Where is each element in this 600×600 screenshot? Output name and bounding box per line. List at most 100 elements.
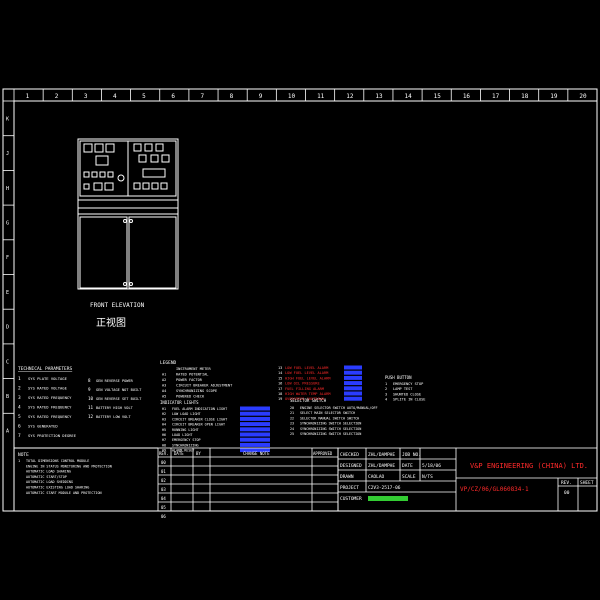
legend-code: A2 [162, 378, 166, 382]
selector-text: SYNCHRONIZING SWITCH SELECTION [300, 422, 361, 426]
row-label: B [6, 394, 9, 400]
scale-value: N/TS [422, 474, 433, 480]
alarm-text: HIGH WATER TEMP ALARM [285, 392, 331, 396]
indicator-highlight [240, 437, 270, 442]
column-label: 6 [171, 93, 175, 100]
revision-number: 04 [161, 496, 166, 501]
alarm-text: LOW FUEL LEVEL ALARM [285, 371, 329, 375]
button-right-2 [142, 182, 150, 190]
legend-text: RATED POTENTIAL [176, 373, 208, 377]
tech-param-number: 12 [88, 414, 94, 419]
checked-value: ZHL/DAMPHE [368, 452, 395, 458]
tech-param-text: SYS GENERATED [28, 424, 58, 429]
tech-param-text: GEN REVERSE POWER [96, 379, 134, 383]
column-label: 2 [55, 93, 59, 100]
tech-param-number: 4 [18, 405, 21, 411]
door-latch-left [123, 219, 127, 223]
revision-number: 02 [161, 478, 166, 483]
alarm-text: HIGH FUEL LEVEL ALARM [285, 376, 331, 380]
tech-param-text: GEN VOLTAGE NOT BUILT [96, 388, 142, 392]
switch-left-1 [83, 183, 90, 190]
row-label: H [6, 186, 9, 192]
indicator-text: RUNNING LIGHT [172, 428, 199, 432]
push-button-number: 3 [385, 392, 387, 396]
revision-header: BY [196, 451, 201, 456]
legend-text: CIRCUIT BREAKER ADJUSTMENT [176, 384, 233, 388]
tech-param-text: SYS PLATE VOLTAGE [28, 376, 68, 381]
notes-heading: NOTE [18, 452, 29, 458]
controller-display [95, 155, 109, 166]
row-label: A [6, 429, 9, 435]
meter-right-3 [155, 143, 164, 152]
alarm-text: LOW OIL PRESSURE [285, 382, 320, 386]
revision-header: CHANGE NOTE [243, 451, 270, 456]
meter-right-6 [161, 154, 170, 163]
alarm-number: 17 [278, 387, 282, 391]
alarm-text: FUEL FILLING ALARM [285, 387, 325, 391]
push-button-text: LAMP TEST [393, 387, 413, 391]
job-no-label: JOB NO. [402, 452, 421, 458]
tech-param-number: 5 [18, 414, 21, 420]
alarm-highlight [344, 396, 362, 401]
alarm-highlight [344, 365, 362, 370]
legend-text: POWERED CHECK [176, 395, 205, 399]
column-label: 12 [346, 93, 354, 100]
meter-left-1 [83, 143, 93, 153]
legend-code: A5 [162, 395, 166, 399]
tech-params-heading: TECHNICAL PARAMETERS [18, 366, 72, 372]
alarm-text: OVERSPEED SHUTDOWN [285, 397, 324, 401]
column-label: 3 [84, 93, 88, 100]
alarm-number: 19 [278, 397, 282, 401]
alarm-highlight [344, 391, 362, 396]
tech-param-text: GEN REVERSE SET BUILT [96, 397, 142, 401]
revision-header: REV. [159, 451, 169, 456]
column-label: 16 [463, 93, 471, 100]
note-text: AUTOMATIC LOAD SHEDDING [26, 480, 73, 484]
note-text: AUTOMATIC START/STOP [26, 475, 67, 479]
indicator-code: H9 [162, 449, 166, 453]
company-name: V&P ENGINEERING (CHINA) LTD. [470, 462, 588, 470]
switch-left-2 [93, 182, 103, 191]
selector-text: SELECTOR MANUAL SWITCH SWITCH [300, 416, 359, 420]
indicator-code: H6 [162, 433, 166, 437]
push-button-text: SPLITE IN CLOSE [393, 398, 425, 402]
alarm-highlight [344, 381, 362, 386]
alarm-number: 14 [278, 371, 282, 375]
alarm-number: 13 [278, 366, 282, 370]
selector-text: SELECT MAIN SELECTOR SWITCH [300, 411, 355, 415]
front-elevation-title: FRONT ELEVATION [90, 302, 145, 309]
column-label: 11 [317, 93, 325, 100]
meter-right-5 [150, 154, 159, 163]
selector-number: 22 [290, 416, 294, 420]
push-button-text: EMERGENCY STOP [393, 382, 423, 386]
note-text: ENGINE IN STATUS MONITORING AND PROTECTI… [26, 464, 112, 468]
selector-number: 25 [290, 432, 294, 436]
note-number: 1 [18, 459, 20, 463]
revision-number: 06 [161, 514, 166, 519]
revision-number: 01 [161, 469, 166, 474]
door-hinge-left [123, 282, 127, 286]
date-label: DATE [402, 463, 413, 469]
indicator-code: H7 [162, 438, 166, 442]
row-label: G [6, 220, 9, 226]
indicator-text: CIRCUIT BREAKER CLOSE LIGHT [172, 417, 227, 421]
row-label: E [6, 290, 9, 296]
door-hinge-right [129, 282, 133, 286]
project-label: PROJECT [340, 485, 359, 491]
indicator-highlight [240, 411, 270, 416]
alarm-highlight [344, 375, 362, 380]
note-text: TOTAL DIMENSIONS CONTROL MODULE [26, 459, 89, 463]
title-block [337, 447, 598, 512]
selector-number: 21 [290, 411, 294, 415]
legend-text: INSTRUMENT METER [176, 367, 211, 371]
customer-value-bar [368, 496, 408, 501]
note-text: AUTOMATIC EXISTING LOAD SHARING [26, 486, 89, 490]
note-text: AUTOMATIC LOAD SHARING [26, 470, 71, 474]
